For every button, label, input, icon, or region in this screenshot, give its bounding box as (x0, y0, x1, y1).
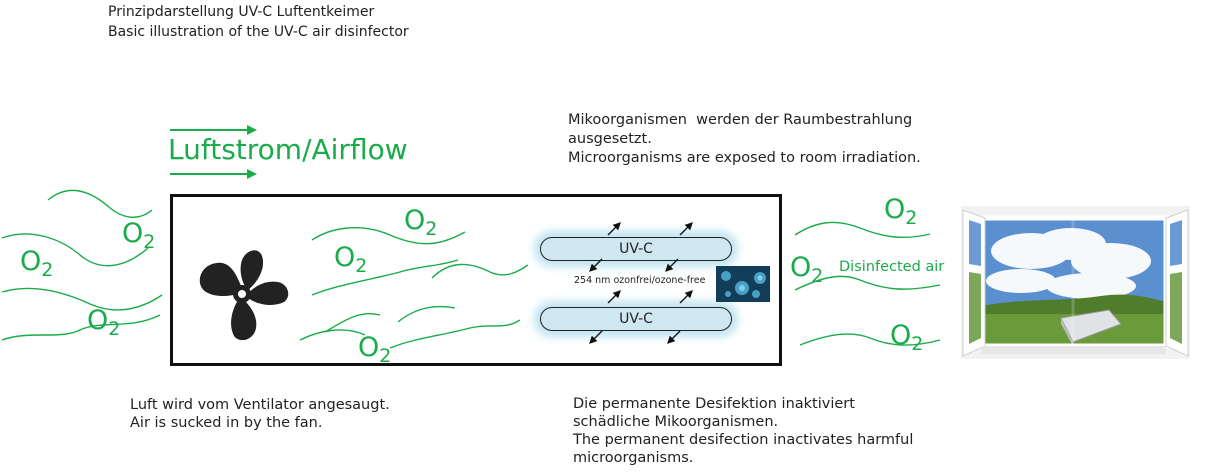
o2-label: O2 (20, 246, 54, 281)
disinfection-note-line1: Die permanente Desifektion inaktiviert (573, 396, 855, 412)
disinfected-air-label: Disinfected air (839, 259, 945, 275)
o2-label: O2 (358, 332, 392, 367)
o2-label: O2 (122, 218, 156, 253)
o2-label: O2 (334, 242, 368, 277)
disinfection-note-line3: The permanent desifection inactivates ha… (573, 432, 914, 448)
wavelength-label: 254 nm ozonfrei/ozone-free (574, 275, 706, 286)
disinfection-note-line2: schädliche Mikoorganismen. (573, 414, 779, 430)
open-window-photo (961, 206, 1190, 359)
o2-label: O2 (87, 305, 121, 340)
title-en: Basic illustration of the UV-C air disin… (108, 24, 409, 40)
microorganisms-note-line1: Mikoorganismen werden der Raumbestrahlun… (568, 112, 913, 128)
o2-label: O2 (890, 320, 924, 355)
fan-note-line1: Luft wird vom Ventilator angesaugt. (130, 397, 390, 413)
o2-label: O2 (884, 194, 918, 229)
disinfector-housing (170, 194, 782, 366)
uvc-tube-top: UV-C (540, 237, 732, 261)
fan-note-line2: Air is sucked in by the fan. (130, 415, 323, 431)
uv-radiation-arrows (589, 222, 693, 344)
microorganisms-note-line3: Microorganisms are exposed to room irrad… (568, 150, 921, 166)
o2-label: O2 (404, 205, 438, 240)
airflow-label: Luftstrom/Airflow (168, 133, 408, 166)
title-de: Prinzipdarstellung UV-C Luftentkeimer (108, 4, 375, 20)
disinfection-note-line4: microorganisms. (573, 450, 694, 466)
o2-label: O2 (790, 252, 824, 287)
microbe-photo (716, 266, 770, 302)
fan-icon (199, 250, 289, 341)
airflow-arrows (170, 125, 257, 179)
microorganisms-note-line2: ausgesetzt. (568, 131, 652, 147)
air-waves (1, 189, 941, 349)
uvc-tube-bottom: UV-C (540, 307, 732, 331)
